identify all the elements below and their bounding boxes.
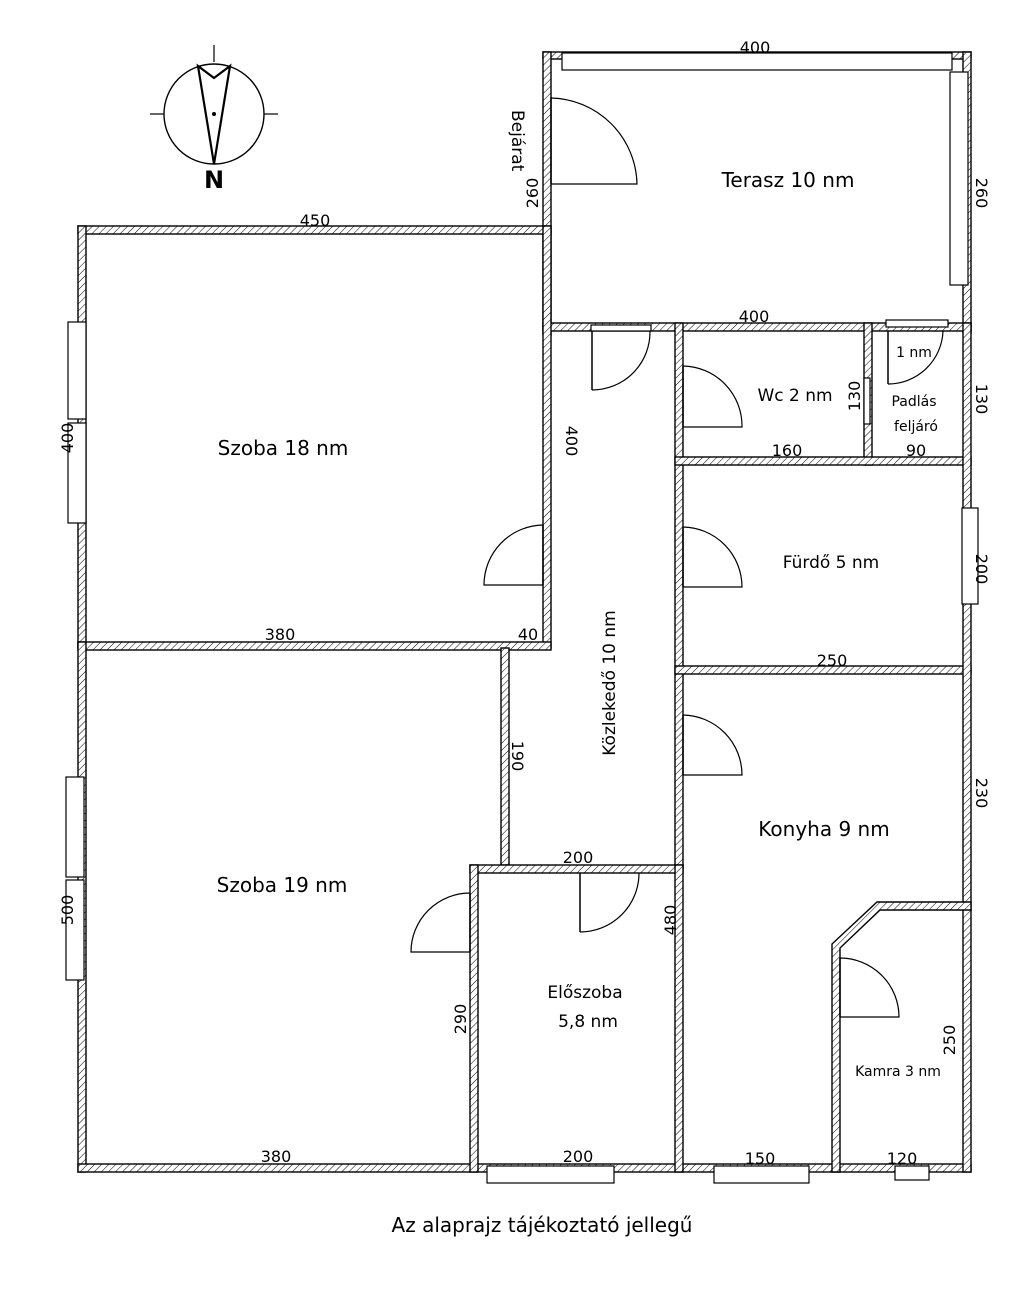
dimension-label: 200	[563, 1147, 594, 1166]
entrance-label: Bejárat	[507, 110, 527, 172]
dimension-label: 160	[772, 441, 803, 460]
room-label-terrace: Terasz 10 nm	[721, 168, 855, 192]
dimension-label: 290	[451, 1004, 470, 1035]
dimension-label: 130	[845, 381, 864, 412]
dimension-label: 260	[972, 178, 991, 209]
room-label-attic-line2: feljáró	[894, 419, 938, 435]
dimension-label: 40	[518, 625, 538, 644]
dimension-label: 230	[972, 778, 991, 809]
dimension-label: 150	[745, 1149, 776, 1168]
dimension-label: 200	[972, 554, 991, 585]
compass-icon: N	[150, 45, 278, 194]
dimension-label: 380	[261, 1147, 292, 1166]
room-label-bath: Fürdő 5 nm	[783, 553, 879, 573]
caption: Az alaprajz tájékoztató jellegű	[392, 1213, 693, 1237]
dimension-label: 90	[906, 441, 926, 460]
doors	[410, 97, 944, 1018]
dimension-label: 400	[58, 423, 77, 454]
room-label-room19: Szoba 19 nm	[217, 873, 348, 897]
room-label-wc: Wc 2 nm	[757, 386, 832, 406]
room-label-attic-area: 1 nm	[896, 345, 932, 361]
room-label-attic-line1: Padlás	[891, 394, 936, 410]
room-label-kitchen: Konyha 9 nm	[758, 817, 889, 841]
room-label-room18: Szoba 18 nm	[218, 436, 349, 460]
dimension-label: 400	[739, 307, 770, 326]
dimension-label: 400	[740, 38, 771, 57]
dimension-label: 500	[58, 895, 77, 926]
room-label-hall-line1: Előszoba	[547, 983, 622, 1003]
dimension-label: 480	[661, 905, 680, 936]
dimension-label: 260	[523, 178, 542, 209]
dimension-label: 450	[300, 211, 331, 230]
dimension-label: 200	[563, 848, 594, 867]
dimension-label: 250	[817, 651, 848, 670]
compass-north-label: N	[204, 166, 224, 194]
walls	[77, 51, 972, 1173]
dimension-label: 250	[940, 1025, 959, 1056]
dimension-label: 120	[887, 1149, 918, 1168]
dimension-label: 190	[508, 741, 527, 772]
dimension-label: 380	[265, 625, 296, 644]
room-label-corridor: Közlekedő 10 nm	[600, 610, 620, 755]
windows	[65, 52, 979, 1184]
room-label-hall-line2: 5,8 nm	[558, 1012, 618, 1032]
dimension-label: 400	[562, 426, 581, 457]
dimension-label: 130	[972, 384, 991, 415]
room-label-pantry: Kamra 3 nm	[855, 1064, 941, 1080]
